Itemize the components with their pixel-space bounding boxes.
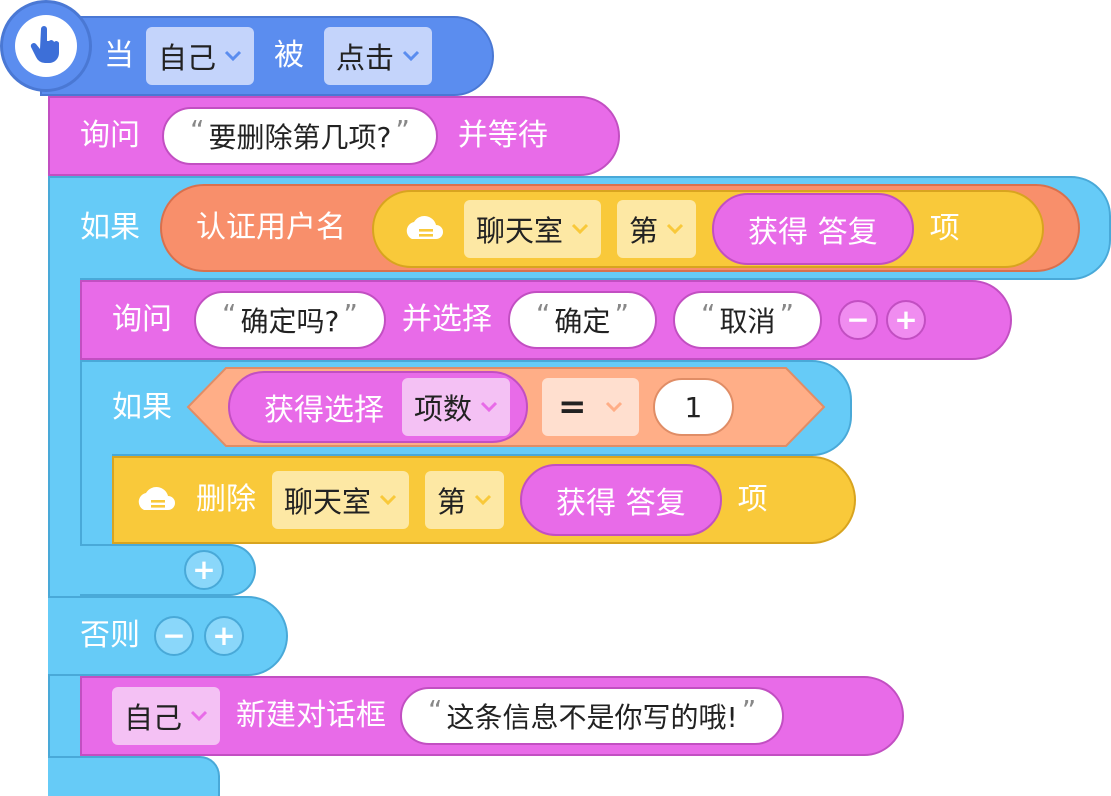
get-choice-reporter[interactable]: 获得选择 项数: [228, 371, 529, 443]
chevron-down-icon: [402, 50, 420, 62]
inner-if-row: 如果: [112, 378, 172, 438]
chevron-down-icon: [379, 494, 397, 506]
if-inner-footer: [80, 544, 256, 596]
chatroom-dropdown[interactable]: 聊天室: [272, 471, 410, 529]
and-choose-label: 并选择: [401, 302, 492, 337]
cloud-list-icon: [406, 216, 443, 242]
chevron-down-icon: [224, 50, 242, 62]
outer-if-row: 如果: [80, 196, 140, 260]
add-option-button[interactable]: +: [886, 300, 926, 340]
ask-label: 询问: [112, 302, 172, 337]
new-dialog-label: 新建对话框: [236, 698, 387, 733]
remove-else-button[interactable]: −: [154, 616, 194, 656]
else-label: 否则: [80, 618, 140, 653]
when-label: 当: [104, 38, 134, 73]
chevron-down-icon: [190, 710, 208, 722]
delete-label: 删除: [196, 482, 256, 517]
item-label: 项: [929, 211, 960, 246]
delete-row: 删除 聊天室 第 获得 答复 项: [134, 464, 768, 536]
if-label: 如果: [80, 210, 140, 245]
chevron-down-icon: [666, 223, 684, 235]
chevron-down-icon: [571, 223, 589, 235]
compare-row: 获得选择 项数 = 1: [228, 371, 735, 443]
nth-dropdown[interactable]: 第: [425, 471, 505, 529]
chevron-down-icon: [474, 494, 492, 506]
chevron-down-icon: [480, 401, 498, 413]
choice-field-dropdown[interactable]: 项数: [402, 378, 511, 436]
cloud-item-row: 聊天室 第 获得 答复 项: [402, 193, 960, 265]
if-else-outer-spine: [48, 270, 80, 796]
ask-question-input[interactable]: “ 要删除第几项? ”: [162, 107, 438, 165]
item-label: 项: [737, 482, 768, 517]
option-cancel-input[interactable]: “ 取消 ”: [672, 291, 822, 349]
event-target-dropdown[interactable]: 自己: [146, 27, 255, 85]
ask-label: 询问: [80, 118, 140, 153]
auth-label: 认证用户名: [196, 210, 346, 245]
remove-option-button[interactable]: −: [838, 300, 878, 340]
compare-value-input[interactable]: 1: [652, 378, 735, 436]
option-confirm-input[interactable]: “ 确定 ”: [507, 291, 657, 349]
hand-pointer-icon: [30, 26, 59, 63]
confirm-question-input[interactable]: “ 确定吗? ”: [194, 291, 386, 349]
chevron-down-icon: [605, 401, 622, 413]
and-wait-label: 并等待: [457, 118, 548, 153]
if-else-outer-footer: [48, 756, 220, 796]
get-answer-reporter[interactable]: 获得 答复: [520, 464, 722, 536]
ask-choose-row: 询问 “ 确定吗? ” 并选择 “ 确定 ” “ 取消 ” − +: [112, 290, 926, 350]
by-label: 被: [274, 38, 305, 73]
chatroom-dropdown[interactable]: 聊天室: [464, 200, 602, 258]
if-label: 如果: [112, 390, 172, 425]
event-hand-badge: [0, 0, 92, 92]
add-branch-button[interactable]: +: [184, 550, 224, 590]
auth-row: 认证用户名: [196, 198, 346, 258]
add-else-button[interactable]: +: [204, 616, 244, 656]
event-action-dropdown[interactable]: 点击: [324, 27, 433, 85]
else-row: 否则 − +: [80, 606, 244, 666]
nth-dropdown[interactable]: 第: [617, 200, 697, 258]
dialog-target-dropdown[interactable]: 自己: [112, 687, 221, 745]
ask-wait-row: 询问 “ 要删除第几项? ” 并等待: [80, 106, 548, 166]
dialog-row: 自己 新建对话框 “ 这条信息不是你写的哦! ”: [112, 686, 785, 746]
dialog-text-input[interactable]: “ 这条信息不是你写的哦! ”: [400, 687, 785, 745]
get-answer-reporter[interactable]: 获得 答复: [712, 193, 914, 265]
operator-dropdown[interactable]: =: [542, 378, 639, 436]
event-row: 当 自己 被 点击: [104, 26, 433, 86]
cloud-list-icon: [138, 487, 175, 513]
